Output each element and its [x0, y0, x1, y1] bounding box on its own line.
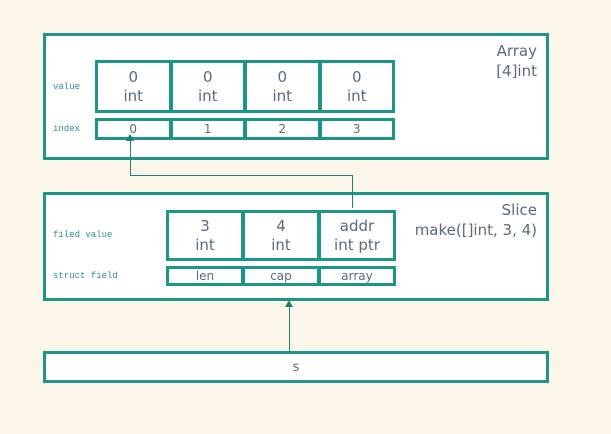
- pointer-arrowhead-icon: [126, 134, 134, 141]
- array-value-row-label: value: [53, 82, 81, 92]
- array-index-row: 0 1 2 3: [95, 118, 395, 140]
- slice-struct-field-label: struct field: [53, 271, 118, 281]
- array-value-row: 0 int 0 int 0 int 0 int: [95, 60, 395, 113]
- slice-value-row: 3 int 4 int addr int ptr: [166, 210, 396, 261]
- slice-title-block: Slice make([]int, 3, 4): [415, 200, 537, 240]
- s-variable-box: s: [43, 351, 549, 383]
- cell-value: 0: [128, 67, 139, 86]
- array-index-cell: 1: [172, 121, 243, 137]
- array-title: Array: [496, 42, 537, 60]
- cell-value: 0: [277, 67, 288, 86]
- struct-field-len: len: [169, 269, 241, 283]
- cell-value: 4: [276, 216, 286, 235]
- cell-value: 0: [351, 67, 362, 86]
- cell-type: int: [123, 86, 144, 105]
- array-value-cell: 0 int: [247, 63, 318, 110]
- array-box: Array [4]int value 0 int 0 int 0 int 0 i…: [43, 33, 549, 160]
- cell-value: 3: [200, 216, 210, 235]
- array-index-cell: 0: [98, 121, 169, 137]
- slice-field-value-label: filed value: [53, 230, 113, 240]
- cell-type: int: [272, 86, 293, 105]
- cell-type: int: [346, 86, 367, 105]
- array-type-label: [4]int: [496, 62, 537, 80]
- slice-make-label: make([]int, 3, 4): [414, 221, 537, 239]
- s-to-slice-arrow-segment: [289, 307, 290, 353]
- cell-type: int ptr: [334, 235, 380, 254]
- pointer-arrow-segment-to-index0: [130, 140, 131, 175]
- pointer-arrow-segment-horizontal: [130, 175, 353, 176]
- array-index-cell: 3: [321, 121, 392, 137]
- slice-array-pointer-cell: addr int ptr: [321, 213, 393, 258]
- slice-title: Slice: [501, 201, 537, 219]
- array-value-cell: 0 int: [172, 63, 243, 110]
- slice-cap-cell: 4 int: [245, 213, 317, 258]
- struct-field-array: array: [321, 269, 393, 283]
- cell-value: addr: [339, 216, 375, 235]
- array-value-cell: 0 int: [321, 63, 392, 110]
- array-value-cell: 0 int: [98, 63, 169, 110]
- pointer-arrow-segment-from-array-field: [352, 175, 353, 208]
- s-to-slice-arrowhead-icon: [285, 300, 293, 307]
- array-title-block: Array [4]int: [496, 41, 537, 81]
- slice-struct-field-row: len cap array: [166, 266, 396, 286]
- cell-type: int: [195, 235, 215, 254]
- array-index-row-label: index: [53, 124, 81, 134]
- slice-len-cell: 3 int: [169, 213, 241, 258]
- s-variable-label: s: [292, 359, 300, 375]
- cell-type: int: [271, 235, 291, 254]
- cell-value: 0: [202, 67, 213, 86]
- slice-box: Slice make([]int, 3, 4) filed value 3 in…: [43, 192, 549, 301]
- struct-field-cap: cap: [245, 269, 317, 283]
- array-index-cell: 2: [247, 121, 318, 137]
- cell-type: int: [197, 86, 218, 105]
